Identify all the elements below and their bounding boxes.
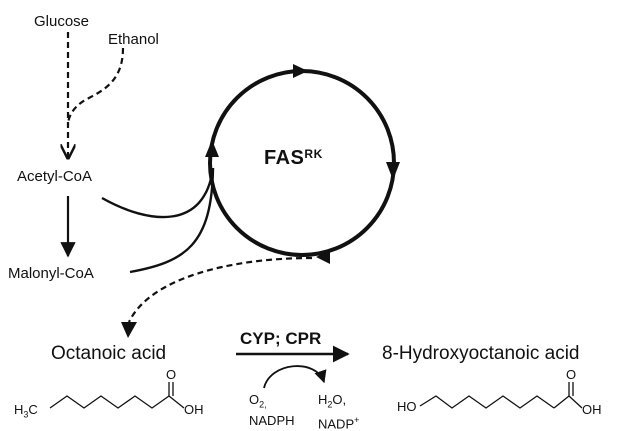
octanoic-arrowhead xyxy=(121,322,137,338)
reaction-outputs: H2O, NADP+ xyxy=(318,392,359,431)
fas-label-sup: RK xyxy=(304,147,323,161)
cofactor-arc-arrow xyxy=(263,365,327,389)
enzyme-label: CYP; CPR xyxy=(240,329,322,348)
h2o-label: H2O, xyxy=(318,392,347,410)
cycle-arrowhead-right xyxy=(386,162,400,180)
ethanol-to-acetylcoa-arrow xyxy=(66,47,125,126)
reaction-inputs: O2, NADPH xyxy=(249,392,295,428)
cycle-to-octanoic-arrow xyxy=(128,256,313,323)
octanoic-acid-label: Octanoic acid xyxy=(51,343,167,364)
cycle-arrowhead-left xyxy=(205,140,219,157)
hydroxy-oh-label: OH xyxy=(582,402,602,417)
fas-label-main: FAS xyxy=(264,147,305,169)
ethanol-label: Ethanol xyxy=(108,31,159,48)
glucose-label: Glucose xyxy=(34,13,90,30)
malonyl-coa-label: Malonyl-CoA xyxy=(8,265,94,282)
nadph-label: NADPH xyxy=(249,412,295,428)
o2-label: O2, xyxy=(249,392,267,410)
acetyl-coa-label: Acetyl-CoA xyxy=(17,168,93,185)
malonylcoa-feed-arrow xyxy=(129,167,215,274)
fas-cycle-label: FASRK xyxy=(264,148,323,168)
acetylcoa-feed-arrow xyxy=(101,167,215,219)
octanoic-acid-structure xyxy=(49,382,185,409)
cycle-arrowhead-top xyxy=(293,64,308,78)
hydroxyoctanoic-acid-label: 8-Hydroxyoctanoic acid xyxy=(382,343,580,364)
cycle-arrowhead-bottom xyxy=(316,250,330,264)
octanoic-oh-label: OH xyxy=(184,402,204,417)
hydroxy-ho-label: HO xyxy=(397,399,417,414)
hydroxyoctanoic-acid-structure xyxy=(419,382,583,409)
nadp-label: NADP+ xyxy=(318,414,360,431)
octanoic-h3c-label: H3C xyxy=(14,402,38,420)
hydroxy-o-label: O xyxy=(566,367,577,382)
octanoic-o-label: O xyxy=(166,367,177,382)
